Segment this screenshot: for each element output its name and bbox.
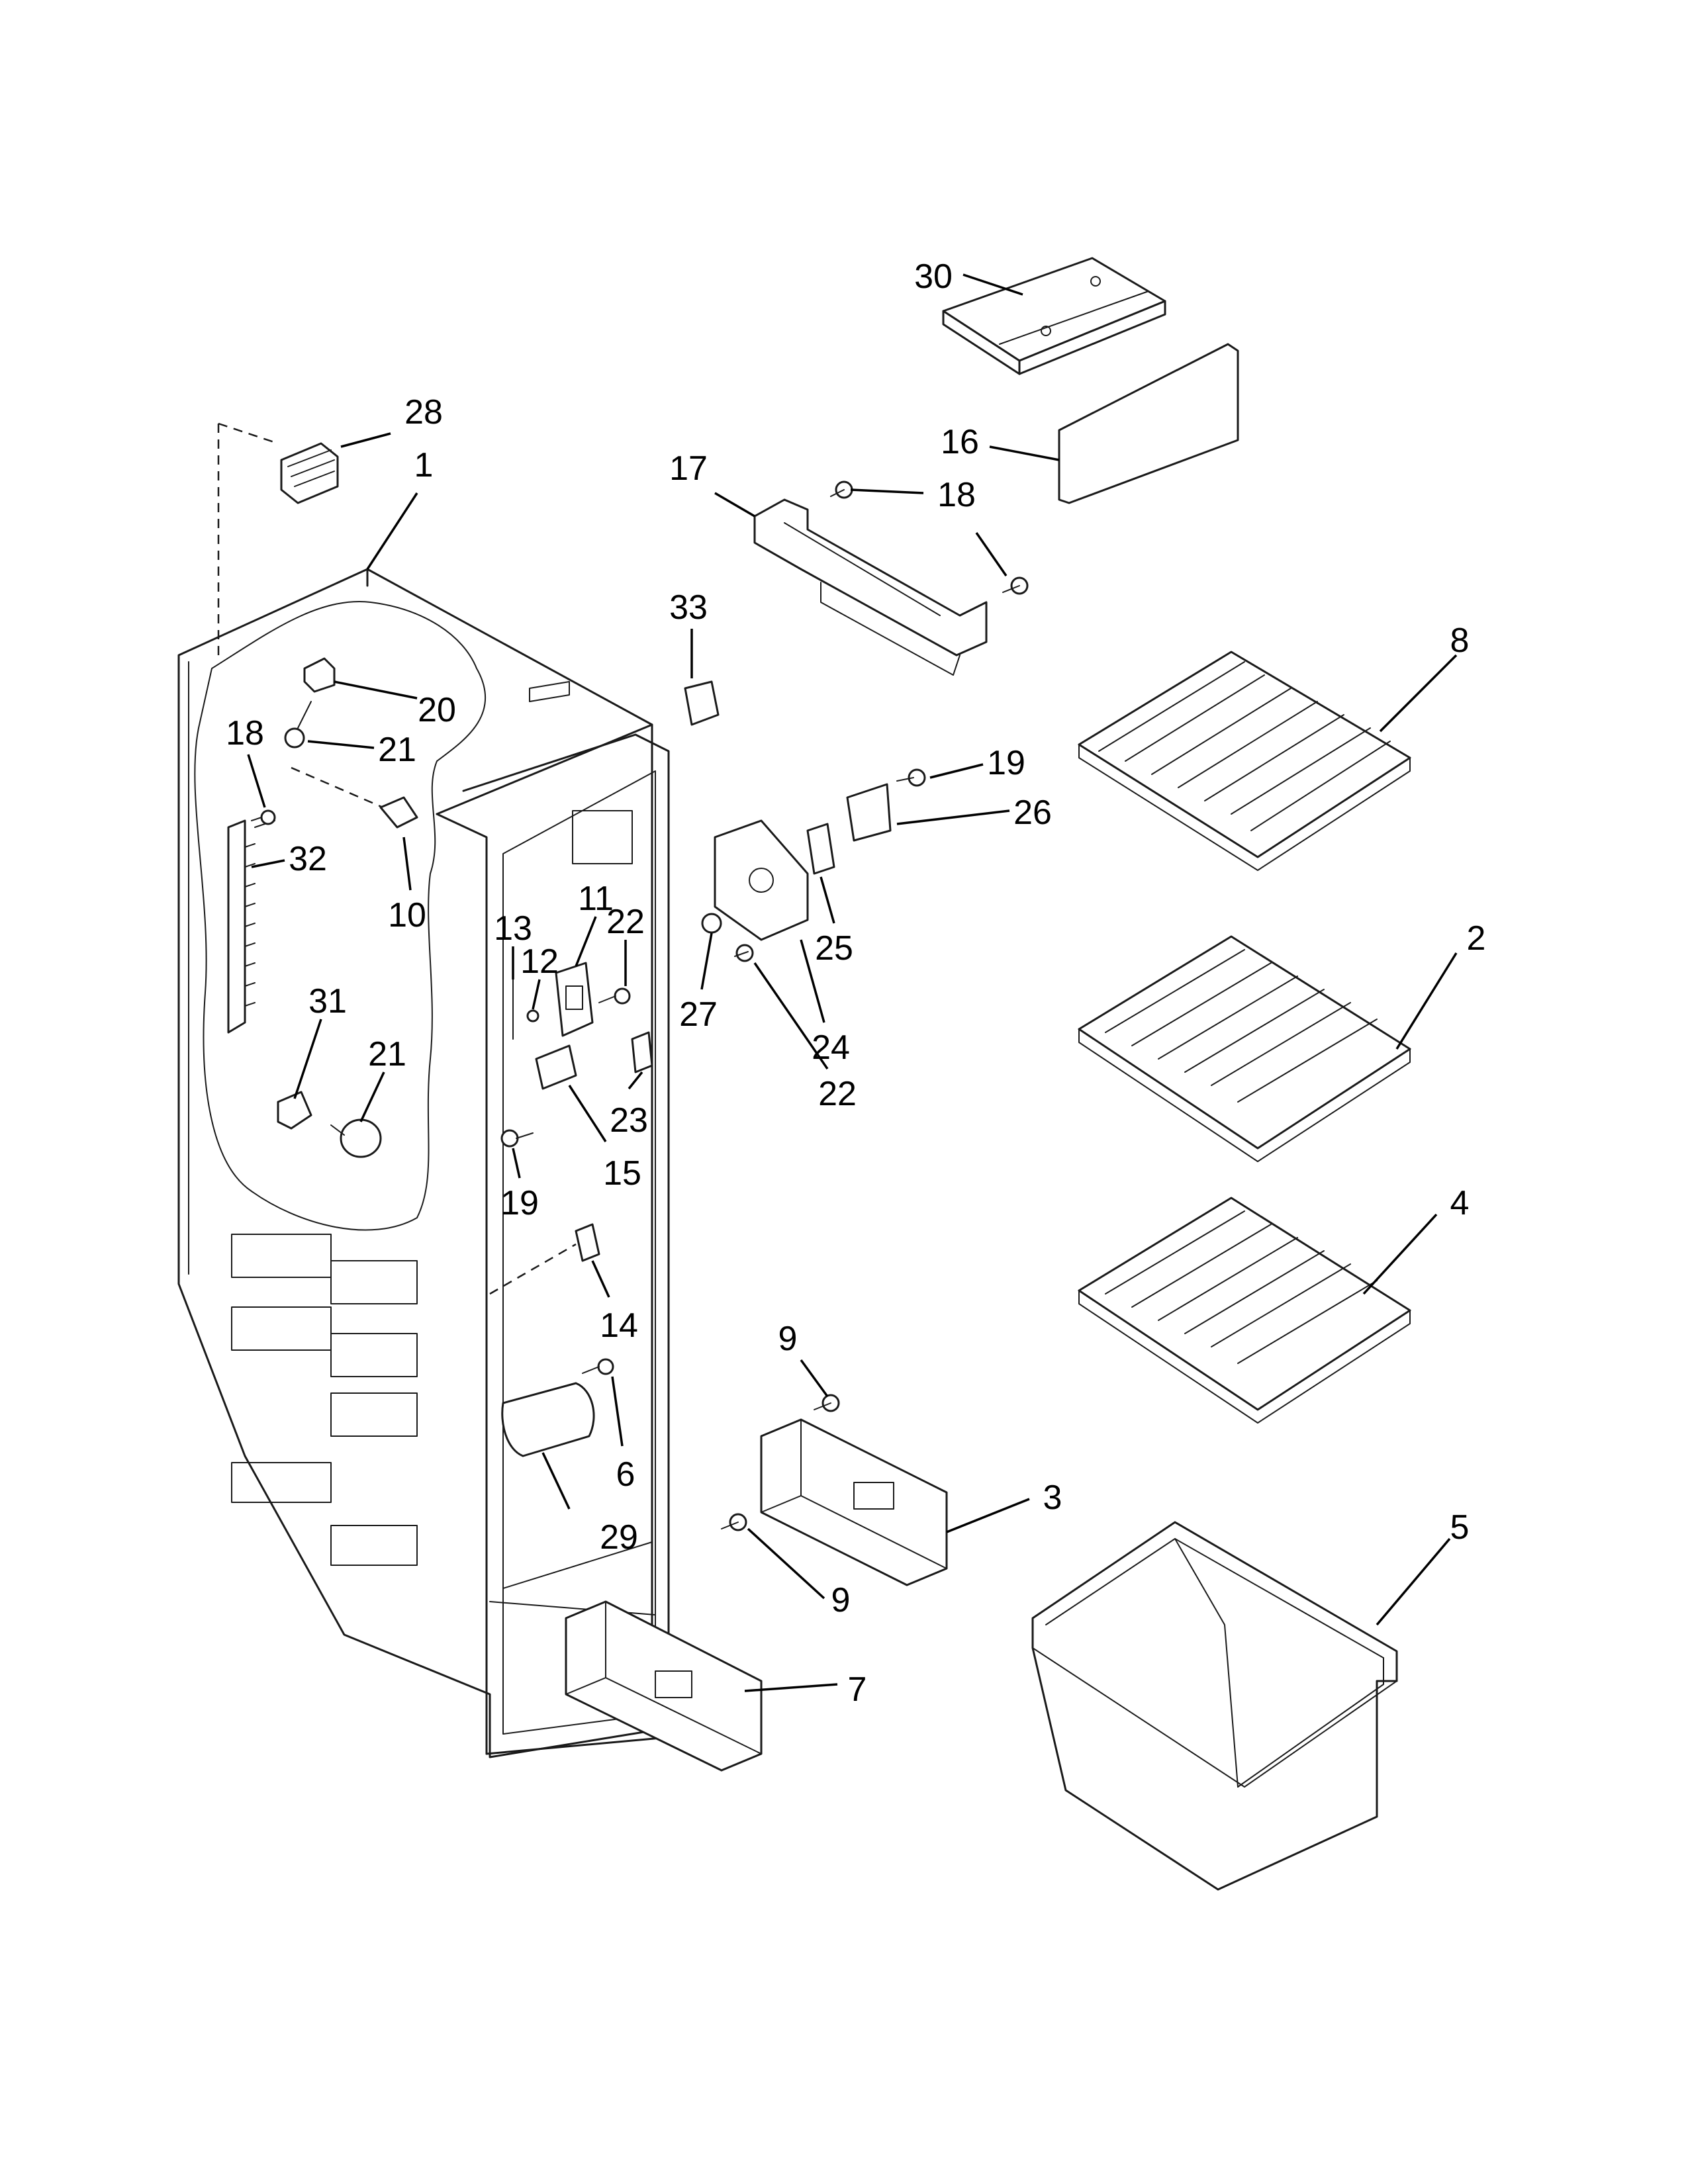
callout-16: 16 [941, 423, 979, 461]
callout-7: 7 [848, 1670, 867, 1709]
panel-part-16 [1058, 343, 1239, 504]
knob-part-27 [701, 913, 722, 934]
callout-30: 30 [914, 257, 953, 296]
screw-part-24 [734, 944, 754, 962]
callout-5: 5 [1450, 1508, 1470, 1547]
hinge-cover-part-30 [942, 257, 1166, 375]
screw-part-9-lower [721, 1513, 747, 1531]
callout-9-lower: 9 [831, 1581, 851, 1619]
callout-19-panel: 19 [500, 1184, 539, 1222]
callout-23: 23 [610, 1101, 648, 1140]
rail-part-32 [227, 819, 256, 1034]
thermistor-part-26 [846, 783, 892, 842]
bracket-part-23 [631, 1031, 653, 1073]
callout-11: 11 [578, 880, 614, 918]
screw-part-19-right [896, 768, 926, 787]
clip-part-28 [217, 422, 339, 655]
bin-part-5 [1031, 1521, 1398, 1891]
callout-21-top: 21 [378, 731, 416, 769]
callout-22-lower: 22 [818, 1075, 857, 1113]
cover-part-3 [760, 1418, 948, 1586]
cover-part-7 [565, 1600, 763, 1772]
screw-part-18-top [830, 480, 853, 499]
callout-4: 4 [1450, 1184, 1470, 1222]
knob-part-12 [526, 1009, 539, 1023]
thermostat-bracket-part-25 [806, 823, 835, 875]
cover-part-29 [501, 1382, 595, 1457]
cap-part-33 [684, 680, 720, 726]
callout-2: 2 [1467, 919, 1486, 958]
callout-13: 13 [494, 909, 532, 948]
callout-15: 15 [603, 1154, 641, 1193]
callout-18-left: 18 [226, 714, 264, 752]
callout-10: 10 [388, 896, 426, 934]
shelf-part-2 [1078, 935, 1411, 1162]
bracket-part-10 [379, 796, 418, 829]
screw-part-18-left [251, 809, 276, 828]
callout-33: 33 [669, 588, 708, 627]
leader-lines [247, 273, 1458, 1692]
shelf-part-8 [1078, 651, 1411, 871]
callout-12: 12 [520, 942, 559, 981]
callout-labels: 30 16 28 1 17 18 33 8 20 21 18 19 26 32 … [226, 257, 1485, 1709]
callout-18-top: 18 [937, 476, 976, 514]
shelf-part-4 [1078, 1197, 1411, 1424]
callout-28: 28 [404, 393, 443, 432]
callout-22-panel: 22 [606, 903, 645, 941]
callout-25: 25 [815, 929, 853, 968]
callout-8: 8 [1450, 621, 1470, 660]
callout-6: 6 [616, 1455, 635, 1494]
callout-29: 29 [600, 1518, 638, 1557]
callout-32: 32 [289, 840, 327, 878]
screw-part-18-right [1002, 576, 1029, 595]
callout-9-upper: 9 [778, 1320, 798, 1358]
screw-part-19-panel [500, 1129, 534, 1148]
callout-21-bottom: 21 [368, 1035, 406, 1073]
control-housing-part-11 [555, 962, 594, 1037]
callout-26: 26 [1013, 794, 1052, 832]
callout-27: 27 [679, 995, 718, 1034]
callout-1: 1 [414, 446, 434, 484]
control-body-part-25-main [714, 819, 809, 941]
callout-17: 17 [669, 449, 708, 488]
light-bulb-part-21 [330, 1118, 382, 1158]
light-socket-part-20 [284, 657, 391, 812]
callout-14: 14 [600, 1306, 638, 1345]
screw-part-22-panel [598, 987, 631, 1005]
housing-part-17 [753, 498, 988, 676]
board-part-15 [535, 1044, 577, 1090]
switch-part-14 [489, 1223, 600, 1295]
screw-part-9-upper [814, 1394, 840, 1412]
callout-24: 24 [812, 1028, 850, 1067]
callout-3: 3 [1043, 1479, 1062, 1517]
screw-part-6 [582, 1358, 614, 1375]
callout-20: 20 [418, 691, 456, 729]
callout-19-right: 19 [987, 744, 1025, 782]
callout-31: 31 [308, 982, 347, 1021]
